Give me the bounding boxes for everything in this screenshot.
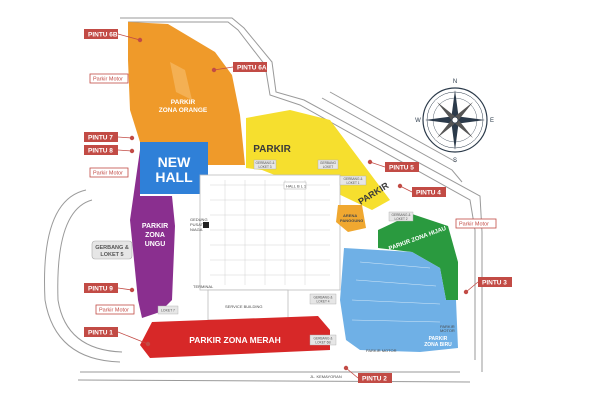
parkir-motor-right-label: Parkir Motor <box>459 222 489 228</box>
service-label: SERVICE BUILDING <box>225 304 263 309</box>
gerbang-right-bottom-label-1: GERBANG & <box>392 213 412 217</box>
gerbang-right-bottom[interactable]: GERBANG & LOKET 2 <box>388 211 414 222</box>
gate-pintu-7[interactable]: PINTU 7 <box>84 132 135 142</box>
hall-label-box <box>283 181 307 190</box>
hall-label: HALL B L 1 <box>286 184 307 189</box>
gerbang-right-top-label-2: LOKET 1 <box>346 181 359 185</box>
arena-panggung[interactable] <box>336 205 366 232</box>
green-parking-zone[interactable] <box>378 214 458 300</box>
red-parking-zone[interactable] <box>140 316 330 358</box>
gerbang-loket[interactable]: GERBANG LOKET <box>317 159 339 170</box>
gerbang-loket-label-1: GERBANG <box>320 161 336 165</box>
gate-pintu-6b-label: PINTU 6B <box>88 32 118 39</box>
compass-n: N <box>453 79 457 85</box>
parkir-motor-left-label: Parkir Motor <box>93 171 123 177</box>
gedung-label-3: NIAGA <box>190 227 203 232</box>
gate-pintu-8[interactable]: PINTU 8 <box>84 145 135 155</box>
gerbang-bottom-label-1: GERBANG & <box>314 337 334 341</box>
gate-pintu-5-label: PINTU 5 <box>389 165 414 172</box>
gerbang-center-label-1: GERBANG & <box>314 296 334 300</box>
new-hall-label-1: NEW <box>158 154 191 170</box>
loket-7-label: LOKET 7 <box>161 309 175 313</box>
blue-zone-label-1: PARKIR <box>429 336 448 342</box>
gate-pintu-4-label: PINTU 4 <box>416 190 441 197</box>
gerbang-center-label-2: LOKET 4 <box>316 300 329 304</box>
red-zone-label: PARKIR ZONA MERAH <box>189 335 281 345</box>
gedung-label-1: GEDUNG <box>190 217 208 222</box>
parkir-motor-bottom[interactable]: Parkir Motor <box>95 304 135 315</box>
parkir-motor-bottom-label: Parkir Motor <box>99 308 129 314</box>
compass-s: S <box>453 158 457 164</box>
gerbang-left-label-2: LOKET 5 <box>100 252 123 258</box>
gerbang-top-label-2: LOKET 3 <box>258 165 271 169</box>
compass-e: E <box>490 118 494 124</box>
arena-label-2: PANGGUNG <box>340 218 363 223</box>
gate-pintu-6a-label: PINTU 6A <box>237 65 267 72</box>
parkir-motor-top[interactable]: Parkir Motor <box>89 73 129 84</box>
gate-pintu-3[interactable]: PINTU 3 <box>463 277 512 295</box>
gedung-label-2: PUSAT <box>190 222 204 227</box>
purple-parking-zone[interactable] <box>130 150 175 318</box>
blue-zone-label-2: ZONA BIRU <box>424 342 452 348</box>
service-building <box>207 289 289 321</box>
gate-pintu-4[interactable]: PINTU 4 <box>397 183 446 197</box>
parkir-motor-right[interactable]: Parkir Motor <box>455 218 497 229</box>
blue-parking-zone[interactable] <box>340 248 458 352</box>
motor-small-label: PARKIR MOTOR <box>366 348 397 353</box>
new-hall-label-2: HALL <box>155 169 193 185</box>
gerbang-left-label-1: GERBANG & <box>95 245 129 251</box>
gate-pintu-1-label: PINTU 1 <box>88 330 113 337</box>
gerbang-loket-label-2: LOKET <box>323 165 334 169</box>
purple-zone-label-1: PARKIR <box>142 223 168 230</box>
compass-w: W <box>415 118 421 124</box>
gate-pintu-5[interactable]: PINTU 5 <box>367 159 419 172</box>
gerbang-center[interactable]: GERBANG & LOKET 4 <box>309 293 337 305</box>
gate-tags: PINTU 6B PINTU 6A PINTU 7 PINTU 8 PINTU … <box>84 29 512 383</box>
gedung-marker <box>203 222 209 228</box>
parkir-motor-tags: Parkir Motor Parkir Motor Parkir Motor P… <box>89 73 497 315</box>
parkir-motor-small-1: PARKIR <box>440 324 455 329</box>
purple-zone-label-3: UNGU <box>145 241 166 248</box>
loket-7[interactable]: LOKET 7 <box>157 305 179 315</box>
gerbang-top[interactable]: GERBANG & LOKET 3 <box>253 159 277 170</box>
gate-pintu-9-label: PINTU 9 <box>88 286 113 293</box>
gerbang-top-label-1: GERBANG & <box>256 161 276 165</box>
gerbang-right-top[interactable]: GERBANG & LOKET 1 <box>339 175 367 186</box>
orange-zone-label-2: ZONA ORANGE <box>159 107 208 114</box>
yellow-zone-label-1: PARKIR <box>253 144 291 155</box>
purple-zone-label-2: ZONA <box>145 232 165 239</box>
center-building <box>199 174 341 291</box>
gate-pintu-9[interactable]: PINTU 9 <box>84 283 135 293</box>
parkir-motor-top-label: Parkir Motor <box>93 77 123 83</box>
jalan-label: JL. KEMAYORAN <box>310 374 342 379</box>
blue-zone-stalls <box>351 261 441 323</box>
gate-pintu-8-label: PINTU 8 <box>88 148 113 155</box>
parkir-motor-small-2: MOTOR <box>440 328 455 333</box>
new-hall-building[interactable] <box>140 142 208 194</box>
gate-pintu-6b[interactable]: PINTU 6B <box>84 29 143 43</box>
gerbang-left[interactable]: GERBANG & LOKET 5 <box>91 240 133 260</box>
center-building-grid <box>210 180 330 285</box>
gate-pintu-2[interactable]: PINTU 2 <box>343 365 392 383</box>
orange-stripes <box>170 62 192 100</box>
gerbang-bottom-label-2: LOKET 6B <box>315 341 330 345</box>
terminal-label: TERMINAL <box>193 284 214 289</box>
parkir-motor-left[interactable]: Parkir Motor <box>89 167 129 178</box>
gerbang-right-top-label-1: GERBANG & <box>344 177 364 181</box>
gate-pintu-1[interactable]: PINTU 1 <box>84 327 151 347</box>
arena-label-1: ARENA <box>343 213 357 218</box>
orange-zone-label-1: PARKIR <box>171 99 196 106</box>
gerbang-right-bottom-label-2: LOKET 2 <box>394 217 407 221</box>
gate-pintu-2-label: PINTU 2 <box>362 376 387 383</box>
gate-pintu-6a[interactable]: PINTU 6A <box>211 62 267 73</box>
gate-pintu-7-label: PINTU 7 <box>88 135 113 142</box>
compass-rose <box>422 87 488 153</box>
gate-pintu-3-label: PINTU 3 <box>482 280 507 287</box>
gerbang-bottom[interactable]: GERBANG & LOKET 6B <box>309 334 337 346</box>
